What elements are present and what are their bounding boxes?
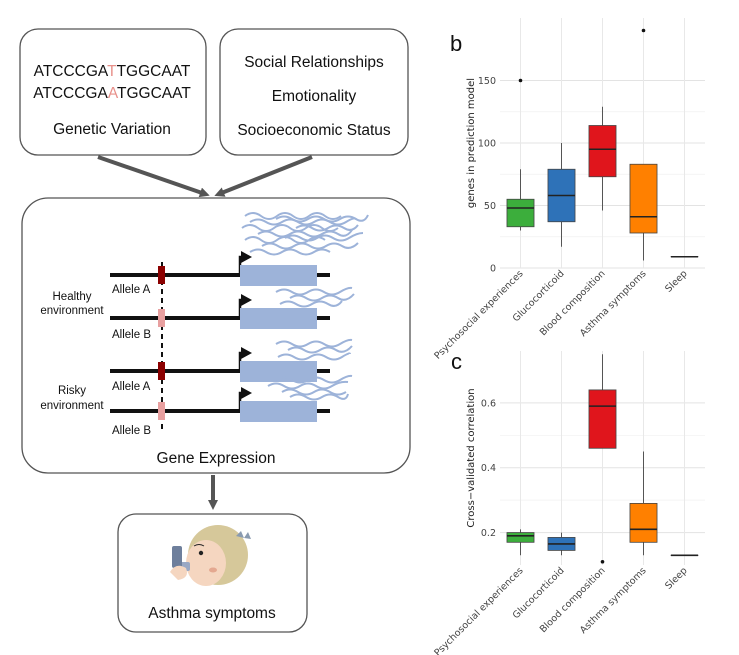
y-axis-title: Cross−validated correlation [466,388,477,527]
row-healthy-allele-a [110,212,369,286]
box-1 [506,532,535,543]
child-with-inhaler-icon [170,525,251,586]
box-1 [506,198,535,228]
y-tick-label: 100 [478,139,496,150]
gene-block [240,401,317,422]
transcripts-more [267,374,353,401]
allele-a-label-1: Allele A [112,284,151,296]
gene-expression-box [21,197,411,474]
y-tick-label: 0.4 [481,463,496,474]
arrow-environment-to-expression [214,155,313,197]
healthy-env-label-2: environment [40,305,104,317]
sequence-line-1: ATCCCGATTGGCAAT [34,63,191,80]
gene-block [240,361,317,382]
panel-b-letter: b [450,31,462,56]
allele-a-label-2: Allele A [112,381,151,393]
box-4 [629,163,658,234]
x-tick-label: Sleep [663,268,689,294]
gene-block [240,308,317,329]
gene-expression-label: Gene Expression [157,450,276,467]
transcripts-some [275,338,353,361]
box-3 [588,125,617,178]
x-tick-label: Sleep [663,565,689,591]
sequence-line-2: ATCCCGAATGGCAAT [33,85,191,102]
y-tick-label: 0 [490,264,496,275]
allele-a-mark [158,266,165,284]
transcripts-few [275,286,355,308]
y-tick-label: 50 [484,201,496,212]
outlier-point [641,28,646,33]
environment-factors-box [219,28,409,156]
y-tick-label: 0.2 [481,528,496,539]
env-factor-social: Social Relationships [244,54,384,71]
allele-b-label-2: Allele B [112,425,151,437]
allele-b-mark [158,309,165,327]
y-tick-label: 150 [478,76,496,87]
allele-a-mark [158,362,165,380]
gene-block [240,265,317,286]
env-factor-emotionality: Emotionality [272,88,357,105]
box-3 [588,389,617,449]
outlier-point [518,78,523,83]
panel-c-letter: c [451,349,462,374]
y-axis-title: genes in prediction model [466,78,477,208]
healthy-env-label-1: Healthy [53,291,92,303]
risky-env-label-1: Risky [58,385,86,397]
row-risky-allele-a [110,338,353,382]
arrow-genetic-to-expression [97,155,210,198]
asthma-symptoms-label: Asthma symptoms [148,605,276,622]
box-4 [629,502,658,543]
env-factor-ses: Socioeconomic Status [237,122,391,139]
row-risky-allele-b [110,374,353,422]
allele-b-mark [158,402,165,420]
x-tick-label: Psychosocial experiences [432,565,525,655]
risky-env-label-2: environment [40,400,104,412]
allele-b-label-1: Allele B [112,329,151,341]
genetic-variation-label: Genetic Variation [53,121,171,138]
row-healthy-allele-b [110,286,355,329]
y-tick-label: 0.6 [481,398,496,409]
transcripts-many [241,212,369,256]
genetic-variation-box [19,28,207,156]
outlier-point [600,559,605,564]
